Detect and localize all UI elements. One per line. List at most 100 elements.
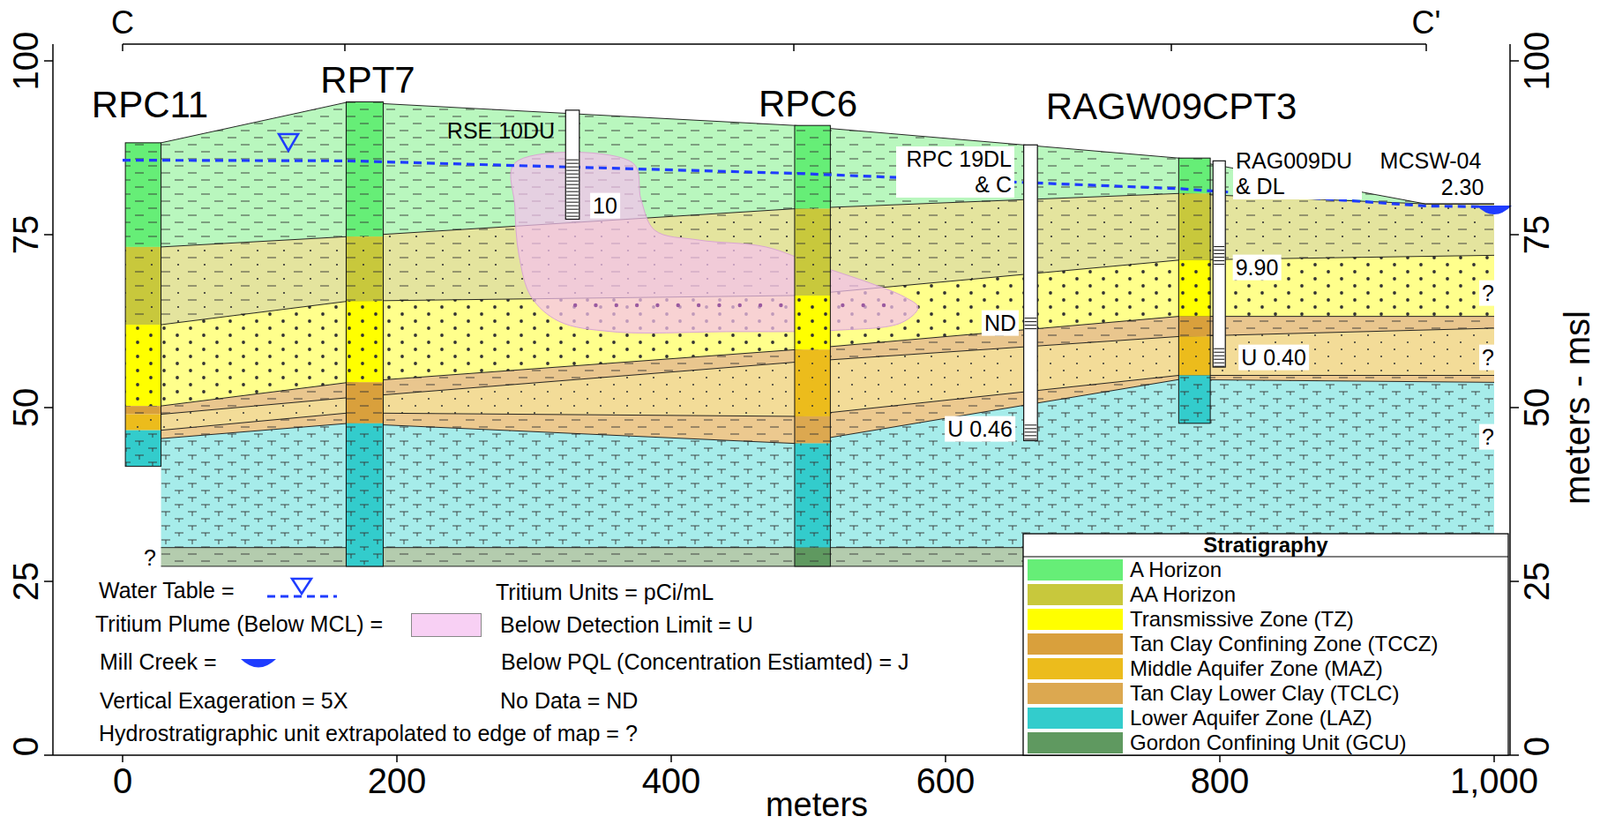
boring-segment [345, 381, 383, 423]
plume-dot [840, 303, 845, 307]
plume-dot [738, 303, 742, 307]
boring-segment [125, 405, 161, 414]
note-text: Vertical Exageration = 5X [99, 687, 348, 714]
well-screen [566, 180, 579, 182]
boring-segment [345, 423, 383, 567]
well-screen [566, 216, 579, 217]
water-table-symbol [278, 134, 299, 151]
boring-segment [794, 125, 830, 209]
well-screen [566, 159, 579, 161]
legend-text: Tan Clay Confining Zone (TCCZ) [1129, 631, 1438, 657]
well-name: RAGW09CPT3 [1046, 85, 1298, 128]
axis-tick-label: 25 [1516, 561, 1557, 602]
extrapolation-mark: ? [1479, 424, 1497, 450]
well-screen [1024, 438, 1038, 440]
boring-segment [794, 209, 830, 296]
legend-swatch [1027, 633, 1123, 655]
axis-tick-label: 400 [642, 760, 702, 801]
axis-tick [396, 755, 398, 763]
legend-text: Water Table = [98, 577, 235, 604]
section-end-label: C [111, 4, 135, 41]
legend-text: AA Horizon [1129, 582, 1236, 607]
axis-tick-label: 800 [1190, 760, 1250, 801]
axis-title: meters [765, 785, 868, 824]
legend-swatch [1027, 608, 1123, 630]
axis-tick-label: 100 [1516, 31, 1557, 91]
well-screen [566, 205, 579, 207]
plume-dot [717, 303, 721, 307]
concentration-value: 10 [590, 193, 621, 219]
axes [44, 44, 1519, 763]
water-table-sample [267, 595, 337, 599]
station-name: MCSW-04 [1380, 148, 1482, 174]
axis-tick-label: 50 [1516, 388, 1557, 428]
well-screen [566, 187, 579, 189]
concentration-value: 2.30 [1438, 174, 1488, 201]
well-casing [1024, 144, 1039, 441]
well-screen [566, 198, 579, 200]
well-screen [1024, 427, 1038, 429]
well-screen [1024, 317, 1038, 319]
axis-tick-label: 1,000 [1450, 760, 1539, 801]
legend-text: Transmissive Zone (TZ) [1129, 606, 1354, 632]
axis-line [52, 44, 54, 756]
axis-tick-label: 0 [112, 760, 133, 801]
boring-segment [794, 349, 830, 417]
well-screen [1213, 253, 1225, 255]
plume-dot [573, 303, 577, 307]
well-screen [1024, 324, 1038, 326]
boring-segment [125, 430, 161, 467]
well-screen [566, 201, 579, 203]
well-screen [1024, 321, 1038, 322]
mill-creek-symbol [1476, 205, 1512, 215]
legend-text: Tritium Plume (Below MCL) = [95, 611, 383, 637]
boring-segment [345, 101, 383, 237]
axis-tick [44, 580, 53, 583]
monitoring-wells [565, 110, 1226, 442]
axis-tick [44, 406, 53, 409]
well-name: RSE 10DU [447, 118, 555, 144]
concentration-value: U 0.46 [944, 416, 1016, 442]
boring-outline [345, 101, 383, 567]
well-screen [1213, 246, 1225, 247]
well-screen [566, 209, 579, 210]
legend-swatch [411, 613, 482, 637]
legend-text: Tan Clay Lower Clay (TCLC) [1129, 680, 1399, 706]
axis-tick [1218, 755, 1221, 763]
well-screen [566, 191, 579, 193]
legend-text: Gordon Confining Unit (GCU) [1129, 730, 1406, 756]
well-name: RPC 19DL & C [896, 146, 1015, 198]
axis-tick [944, 755, 947, 763]
axis-tick-label: 0 [1516, 736, 1557, 756]
well-screen [566, 212, 579, 214]
section-end-label: C' [1412, 4, 1442, 41]
section-tick [1425, 44, 1428, 52]
boring-outline [794, 125, 830, 567]
well-name: RAG009DU & DL [1233, 148, 1362, 200]
well-screen [566, 184, 579, 186]
plume-dot [758, 303, 763, 307]
boring-segment [1178, 336, 1211, 375]
boring-segment [794, 295, 830, 350]
axis-tick-label: 100 [5, 31, 46, 91]
legend-heading: Stratigraphy [1203, 532, 1328, 558]
boring-segment [125, 246, 161, 325]
concentration-value: ND [981, 310, 1019, 337]
plume-dot [614, 303, 619, 307]
mill-creek-sample [240, 658, 277, 668]
legend-box [1023, 533, 1509, 756]
well-screen [1213, 348, 1225, 350]
well-screen [1213, 260, 1225, 262]
boring-segment [125, 324, 161, 406]
axis-tick-label: 200 [367, 760, 427, 801]
axis-tick-label: 600 [916, 760, 976, 801]
well-screen [1213, 358, 1225, 360]
boring-segment [1178, 316, 1211, 337]
well-screen [1213, 263, 1225, 265]
axis-line [1509, 44, 1511, 756]
boring-segment [345, 300, 383, 382]
plume-dot [676, 303, 681, 307]
plume-dot [778, 303, 783, 307]
axis-title: meters - msl [1556, 310, 1598, 505]
